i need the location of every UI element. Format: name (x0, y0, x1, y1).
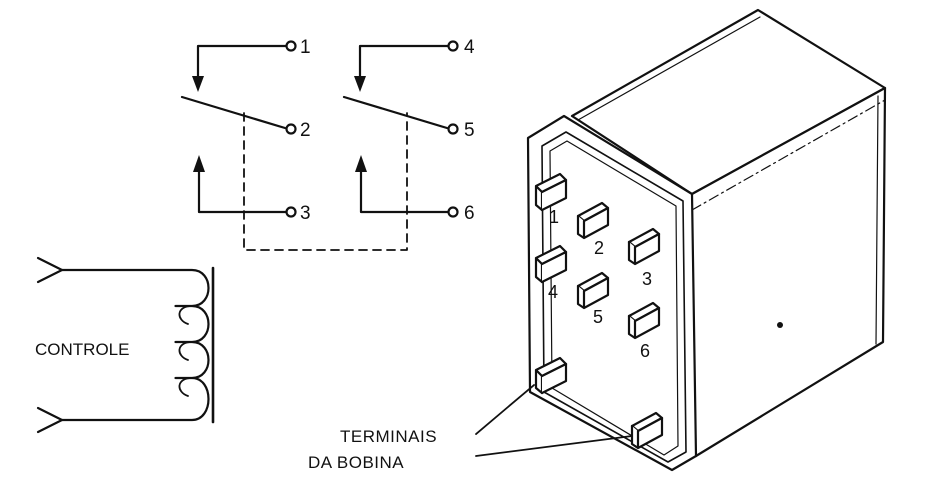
terminal-6-wire (359, 168, 450, 214)
terminal-1-dot (285, 40, 297, 52)
pin-5-tab (576, 271, 610, 310)
terminal-2-dot (285, 123, 297, 135)
coil-lead-bottom-icon (36, 406, 64, 434)
callout-line-1: TERMINAIS (340, 427, 437, 446)
callout-leader-2 (475, 435, 633, 457)
relay-pins: 1 2 3 4 5 6 (534, 172, 664, 450)
switch-lever-2 (342, 95, 449, 130)
pin-4-tab (534, 244, 568, 284)
coil-pin-right-tab (630, 411, 664, 450)
relay-top-inner-edge (577, 16, 761, 121)
pin-2-tab (576, 201, 610, 240)
contact-label-6: 6 (464, 203, 475, 224)
arrow-up-icon (355, 155, 367, 172)
contact-label-4: 4 (464, 37, 475, 58)
coil-label: CONTROLE (35, 340, 129, 359)
relay-mark-dot (777, 322, 783, 328)
contact-set-1: 1 2 3 (180, 37, 311, 224)
relay-front-face (526, 114, 698, 472)
terminal-4-dot (447, 40, 459, 52)
pin-label-2: 2 (594, 238, 604, 258)
contact-label-5: 5 (464, 120, 475, 141)
arrow-down-icon (192, 76, 204, 92)
terminal-5-dot (447, 123, 459, 135)
pin-1-tab (534, 172, 568, 212)
relay-side-inner-edge (875, 95, 879, 345)
terminal-6-dot (447, 206, 459, 218)
contact-label-2: 2 (300, 120, 311, 141)
contact-set-2: 4 5 6 (342, 37, 475, 224)
coil-terminals-callout: TERMINAIS DA BOBINA (308, 384, 633, 472)
terminal-1-wire (196, 44, 288, 80)
arrow-up-icon (193, 155, 205, 172)
callout-line-2: DA BOBINA (308, 453, 404, 472)
contact-label-3: 3 (300, 203, 311, 224)
control-coil: CONTROLE (35, 256, 215, 434)
switch-lever-1 (180, 95, 287, 130)
arrow-down-icon (354, 76, 366, 92)
coil-pin-left-tab (534, 356, 568, 395)
callout-leader-1 (475, 384, 535, 435)
pin-3-tab (627, 227, 661, 266)
terminal-4-wire (358, 44, 450, 80)
coil-core-loops (178, 305, 193, 397)
coil-lead-top-icon (36, 256, 64, 284)
contact-label-1: 1 (300, 37, 311, 58)
terminal-3-dot (285, 206, 297, 218)
pin-label-5: 5 (593, 307, 603, 327)
mechanical-linkage (243, 112, 408, 251)
terminal-3-wire (197, 168, 288, 214)
pin-label-3: 3 (642, 269, 652, 289)
pin-6-tab (627, 301, 661, 340)
relay-side-face (690, 86, 887, 458)
pin-label-6: 6 (640, 341, 650, 361)
relay-body (526, 8, 887, 472)
pin-label-1: 1 (549, 207, 559, 227)
pin-label-4: 4 (548, 282, 558, 302)
